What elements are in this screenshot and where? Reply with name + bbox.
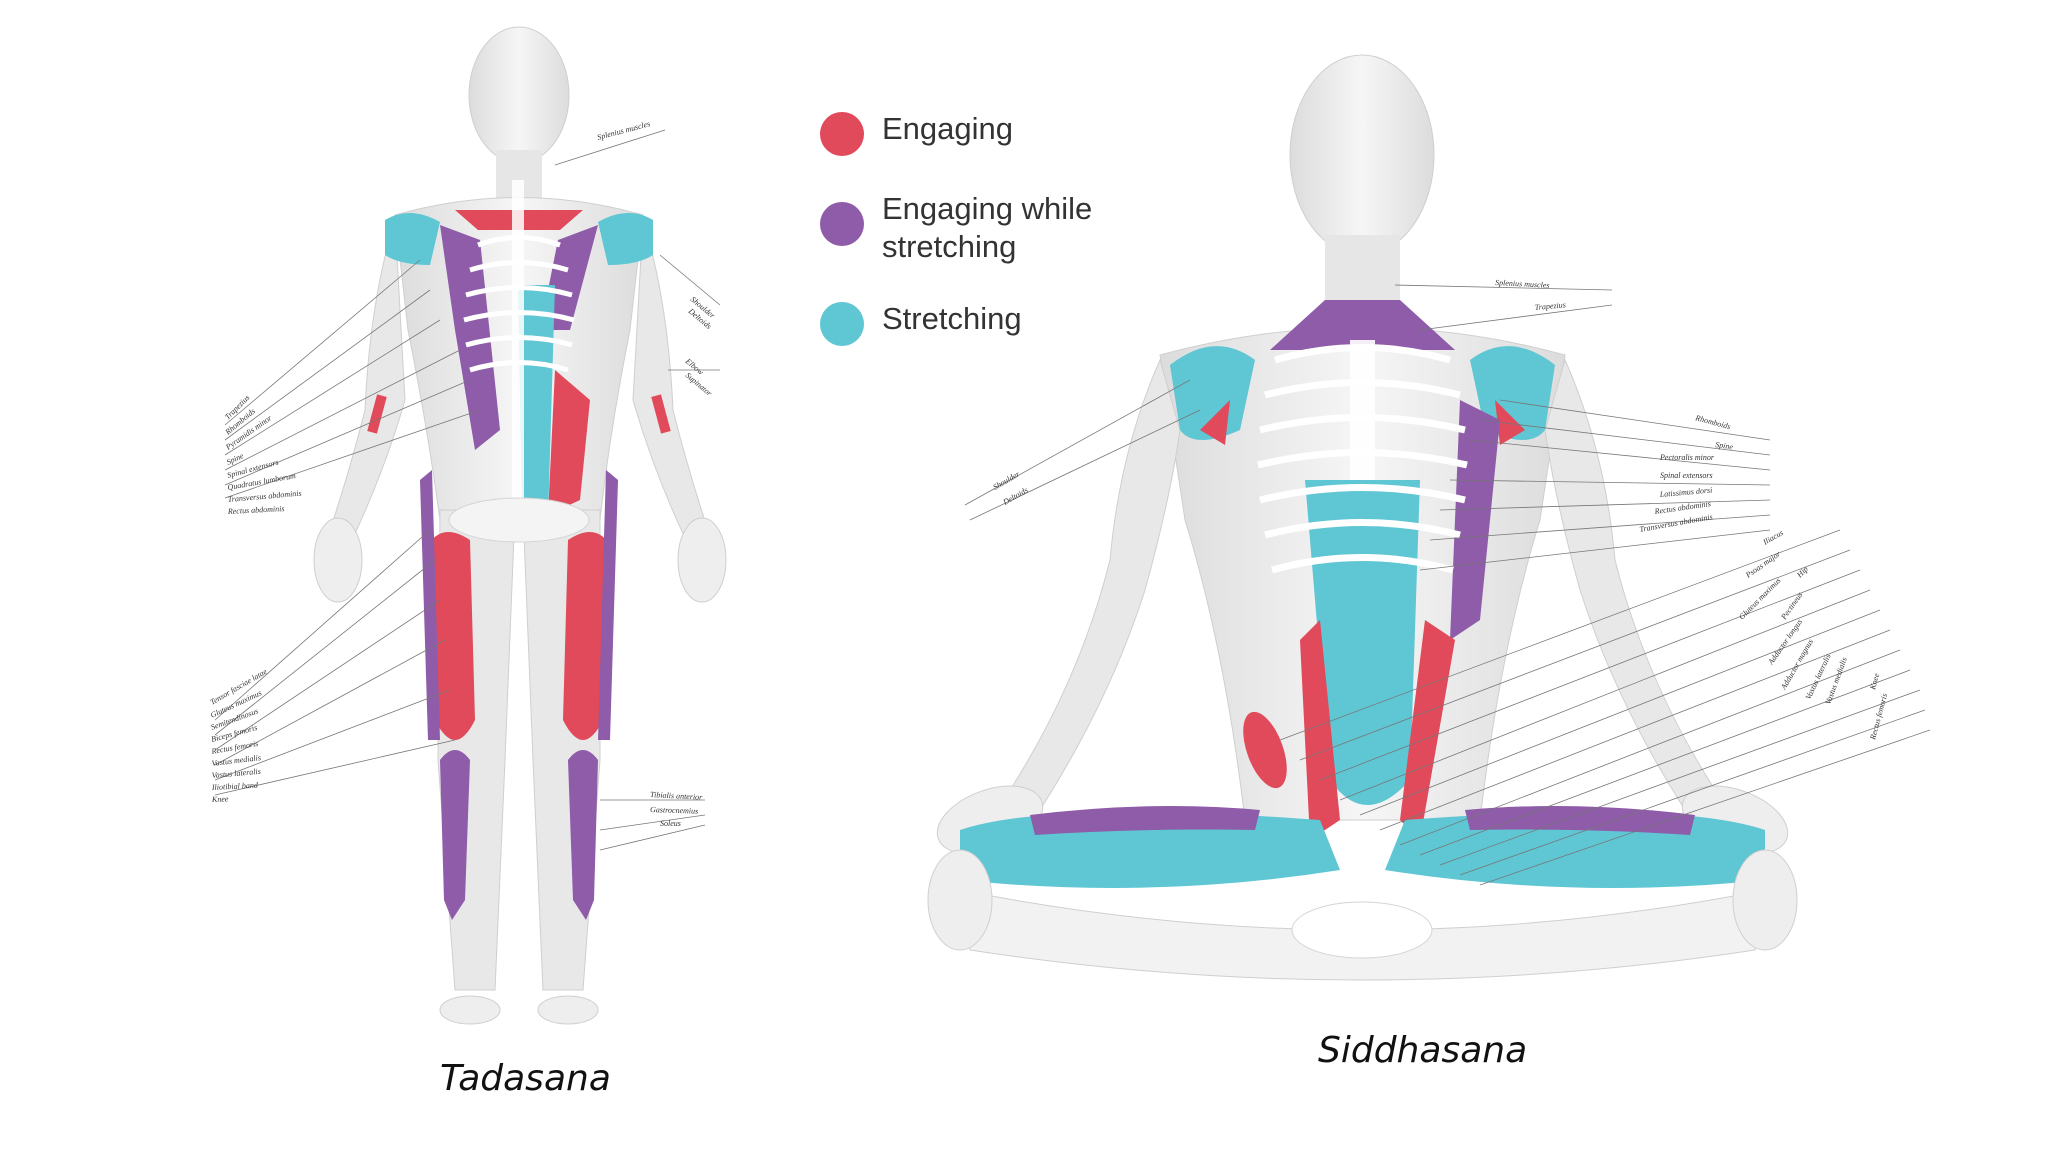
left-arm (329, 219, 406, 541)
siddhasana-muscle-label: Knee (1868, 672, 1881, 692)
right-hand (677, 517, 727, 603)
sternum (1350, 340, 1375, 480)
legend-label: Engaging while stretching (882, 191, 1093, 264)
siddhasana-muscle-label: Latissimus dorsi (1658, 485, 1712, 499)
tadasana-muscle-label: Rectus abdominis (227, 504, 285, 516)
siddhasana-muscle-label: Pectoralis minor (1659, 453, 1715, 462)
left-calf (440, 750, 470, 920)
left-foot (439, 995, 501, 1025)
engaging-stretching-swatch (820, 202, 864, 246)
siddhasana-muscle-label: Transversus abdominis (1639, 512, 1713, 534)
right-deltoid (598, 212, 653, 265)
tadasana-muscle-label: Transversus abdominis (227, 489, 302, 504)
head (468, 26, 570, 164)
left-arm (1009, 358, 1181, 811)
spine (512, 180, 524, 520)
tadasana-muscle-label: Gastrocnemius (650, 805, 698, 816)
tadasana-muscle-label: Knee (211, 794, 229, 804)
tadasana-muscle-label: Iliotibial band (211, 781, 259, 792)
right-adductor (1465, 806, 1695, 835)
left-psoas (1300, 620, 1340, 840)
left-adductor (1030, 806, 1260, 835)
left-deltoid (385, 212, 440, 265)
tadasana-muscle-label: Vastus lateralis (211, 767, 261, 780)
left-lats (440, 225, 500, 450)
right-calf (568, 750, 598, 920)
siddhasana-muscle-label: Splenius muscles (1495, 278, 1550, 290)
left-outer-thigh (420, 470, 440, 740)
siddhasana-callout-lines (964, 284, 1931, 886)
feet (1291, 901, 1433, 959)
left-knee (927, 849, 993, 951)
siddhasana-muscle-label: Spine (1715, 440, 1734, 451)
tadasana-muscle-label: Splenius muscles (596, 119, 651, 142)
iliacus (1243, 711, 1287, 789)
legend-item-stretching: Stretching (820, 300, 1240, 346)
engaging-swatch (820, 112, 864, 156)
siddhasana-muscle-label: Spinal extensors (1660, 471, 1713, 480)
siddhasana-muscle-label: Gluteus maximus (1737, 576, 1782, 621)
right-supinator (651, 394, 671, 434)
tadasana-caption: Tadasana (440, 1058, 611, 1099)
head (1289, 54, 1435, 256)
legend-item-engaging: Engaging (820, 110, 1240, 156)
right-lats (1450, 400, 1500, 640)
left-hand (313, 517, 363, 603)
right-psoas (1400, 620, 1455, 840)
right-foot (537, 995, 599, 1025)
pelvis (448, 497, 590, 543)
stretching-swatch (820, 302, 864, 346)
siddhasana-muscle-label: Hip (1794, 565, 1810, 581)
left-supinator (367, 394, 387, 434)
tadasana-muscle-label: Tibialis anterior (650, 790, 704, 802)
tadasana-callout-lines (214, 129, 721, 851)
obliques-engaging (548, 370, 590, 515)
siddhasana-muscle-label: Rectus femoris (1868, 692, 1889, 741)
right-knee (1732, 849, 1798, 951)
tadasana-muscle-label: Vastus medialis (211, 753, 261, 768)
neck (1325, 235, 1400, 310)
left-pec-engage (1200, 400, 1230, 445)
legend: Engaging Engaging while stretching Stret… (820, 110, 1240, 380)
left-deltoid (1170, 346, 1255, 440)
right-arm (632, 219, 709, 541)
siddhasana-muscle-label: Shoulder (992, 469, 1022, 492)
siddhasana-muscle-label: Rhomboids (1694, 413, 1732, 431)
siddhasana-figure (927, 54, 1931, 981)
right-arm (1544, 358, 1716, 811)
legend-label: Stretching (882, 301, 1022, 336)
right-pec-engage (1495, 400, 1525, 445)
tadasana-figure (214, 26, 727, 1025)
tadasana-muscle-label: Soleus (660, 819, 681, 828)
right-lats (540, 225, 598, 330)
right-outer-thigh (598, 470, 618, 740)
legend-item-engaging-stretching: Engaging while stretching (820, 190, 1240, 266)
legend-label: Engaging (882, 111, 1014, 146)
siddhasana-muscle-label: Deltoids (1001, 485, 1030, 507)
rectus-abdominis (518, 285, 555, 520)
siddhasana-caption: Siddhasana (1318, 1030, 1528, 1071)
siddhasana-muscle-label: Trapezius (1534, 300, 1566, 312)
trapezius (1270, 300, 1455, 350)
